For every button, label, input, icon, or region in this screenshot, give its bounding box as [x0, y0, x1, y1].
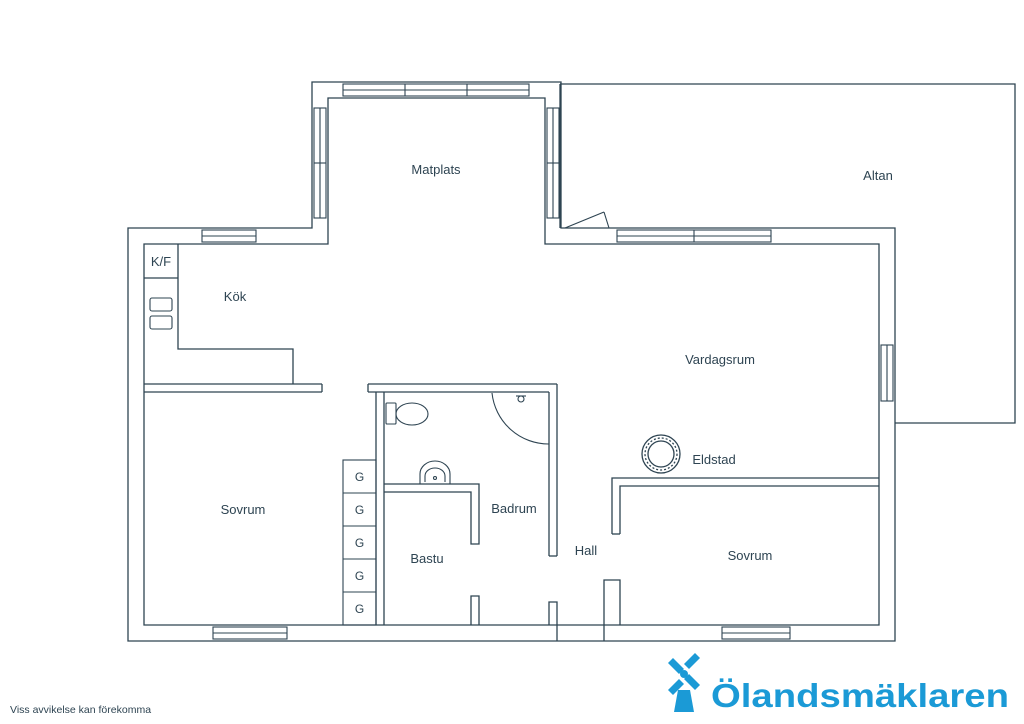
- fireplace-icon: [641, 434, 681, 474]
- sink-icon: [419, 460, 451, 484]
- outer-walls: [127, 81, 896, 642]
- wardrobes: [342, 459, 377, 626]
- windows: [201, 83, 894, 640]
- wardrobe-label: G: [355, 569, 364, 583]
- room-label-vardagsrum: Vardagsrum: [685, 352, 755, 367]
- wardrobe-label: G: [355, 602, 364, 616]
- room-label-sovrum-right: Sovrum: [728, 548, 773, 563]
- toilet-icon: [385, 402, 429, 426]
- wardrobe-label: G: [355, 536, 364, 550]
- altan-outline: [559, 83, 1016, 424]
- room-label-kok: Kök: [224, 289, 247, 304]
- wardrobe-label: G: [355, 503, 364, 517]
- bedroom-right-walls: [603, 477, 879, 641]
- room-label-badrum: Badrum: [491, 501, 537, 516]
- room-label-sovrum-left: Sovrum: [221, 502, 266, 517]
- room-label-kf: K/F: [151, 254, 171, 269]
- terrace-door: [564, 211, 610, 229]
- shower-icon: [491, 392, 550, 445]
- wardrobe-label: G: [355, 470, 364, 484]
- disclaimer-text: Viss avvikelse kan förekomma: [10, 704, 151, 716]
- room-label-hall: Hall: [575, 543, 598, 558]
- room-label-matplats: Matplats: [411, 162, 461, 177]
- stove-icon: [149, 297, 173, 330]
- kitchen-counter: [144, 244, 323, 393]
- room-label-altan: Altan: [863, 168, 893, 183]
- brand-name: Ölandsmäklaren: [711, 677, 1009, 714]
- room-label-eldstad: Eldstad: [692, 452, 735, 467]
- windmill-icon: [668, 653, 700, 712]
- room-label-bastu: Bastu: [410, 551, 443, 566]
